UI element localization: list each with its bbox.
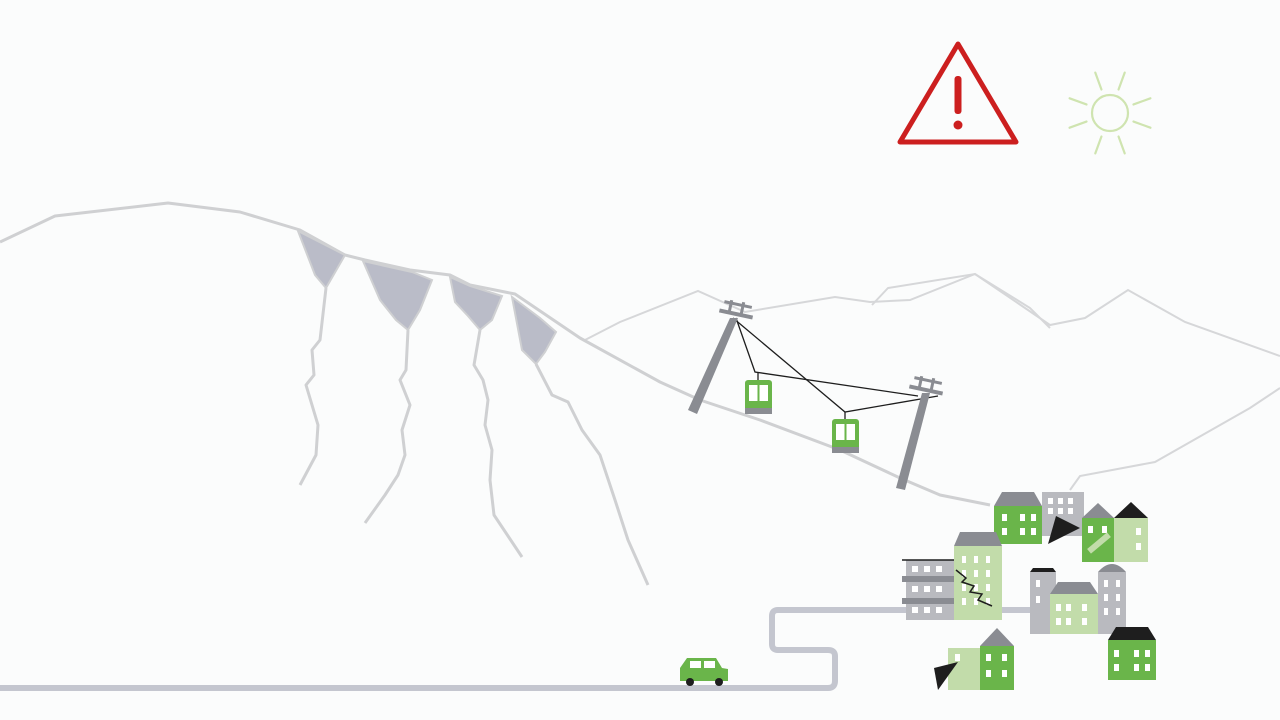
main-mountain: [0, 201, 991, 507]
road: [0, 607, 1053, 691]
cable-car-pylon-icon: [896, 375, 944, 490]
warning-triangle-icon: [897, 41, 1019, 145]
falling-debris: [934, 662, 958, 690]
house-icon: [994, 492, 1042, 544]
background-mountains: [584, 272, 1280, 491]
rock-crevasses: [296, 228, 558, 366]
house-icon: [1114, 502, 1148, 562]
gondola-cabin-icon: [832, 419, 859, 453]
cable-car: [688, 299, 944, 490]
house-icon: [1098, 564, 1126, 634]
sun-icon: [1068, 71, 1152, 155]
gondola-cabin-icon: [745, 380, 772, 414]
house-icon: [948, 648, 982, 690]
village: [902, 492, 1156, 690]
house-icon: [954, 532, 1002, 620]
house-icon: [1050, 582, 1098, 634]
house-icon: [980, 628, 1014, 690]
house-icon: [902, 559, 956, 620]
house-icon: [1108, 627, 1156, 680]
building-crack: [955, 569, 993, 607]
car-icon: [680, 658, 728, 686]
mountain-cracks: [298, 287, 650, 586]
cable-car-pylon-icon: [688, 299, 754, 414]
house-icon: [1082, 503, 1114, 562]
falling-debris: [1048, 516, 1080, 544]
cable-lines: [732, 317, 939, 420]
